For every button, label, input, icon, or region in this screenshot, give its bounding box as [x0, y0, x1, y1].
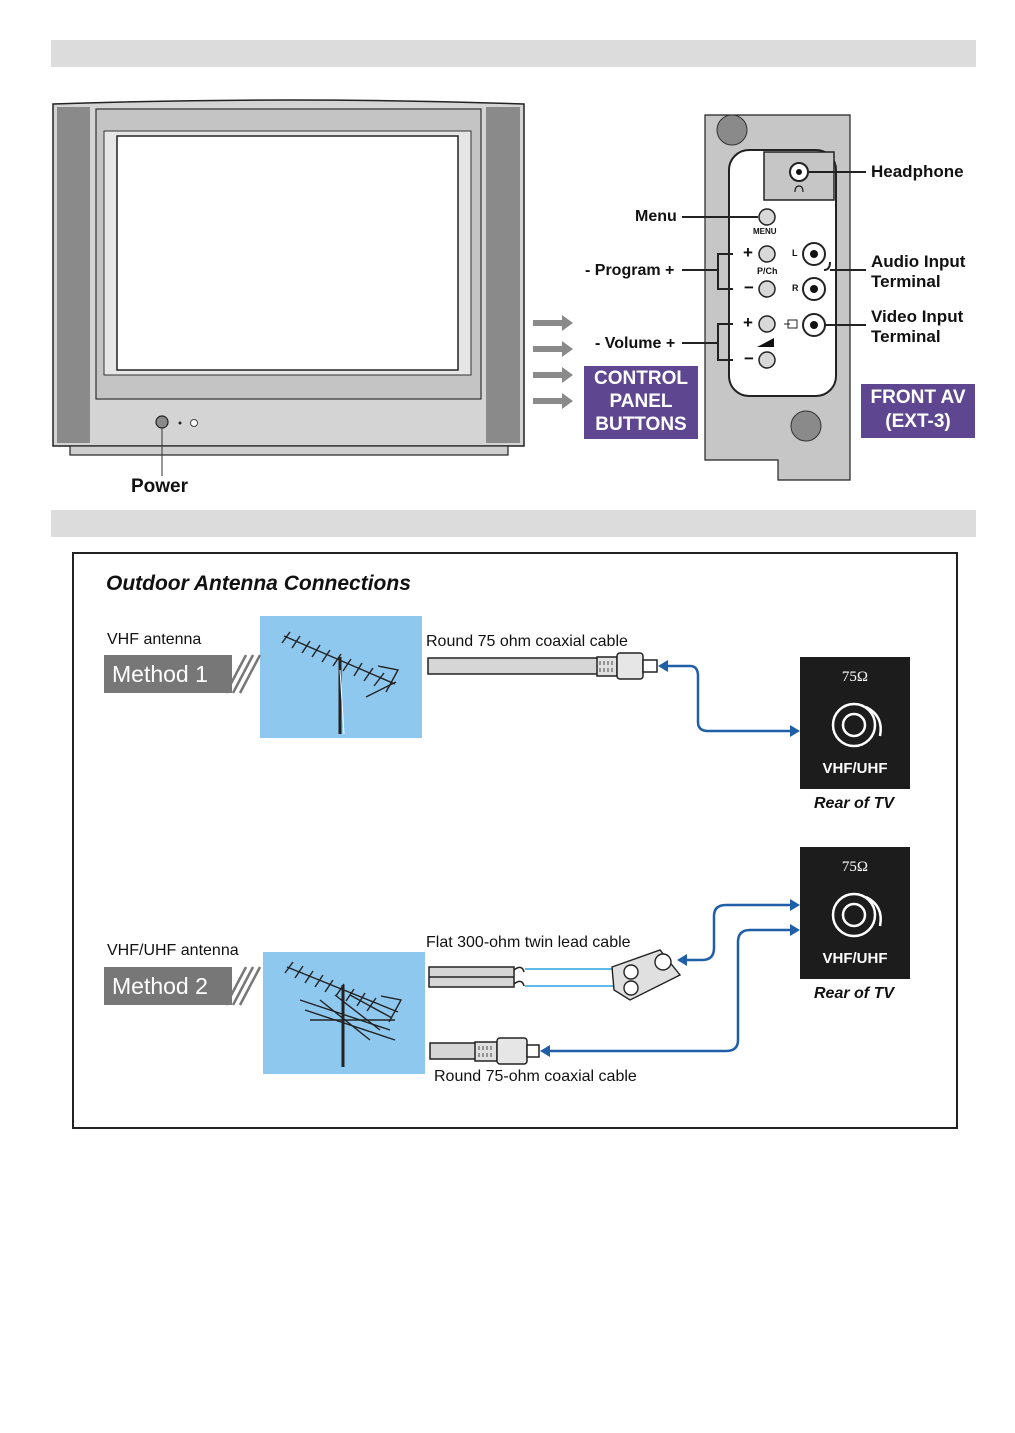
rear1-ohm-label: 75Ω [841, 669, 869, 685]
rear-of-tv-caption-1: Rear of TV [814, 795, 895, 812]
tv-right-speaker [486, 107, 520, 443]
video-input-label-1: Video Input [871, 307, 964, 326]
method2-twin-lead-icon [428, 966, 525, 988]
vhf-antenna-label: VHF antenna [107, 631, 202, 648]
tv-left-speaker [57, 107, 90, 443]
front-av-line-2: (EXT-3) [885, 411, 951, 432]
method1-coax-cable-icon [427, 652, 658, 680]
program-up-button-icon [758, 245, 776, 263]
method2-round-cable-label: Round 75-ohm coaxial cable [434, 1068, 637, 1085]
rear2-ohm-label: 75Ω [841, 859, 869, 875]
jack-r-text: R [792, 283, 799, 293]
method2-flat-cable-label: Flat 300-ohm twin lead cable [426, 934, 631, 951]
vhf-antenna-icon [281, 631, 400, 735]
method2-coax-arrow [543, 928, 796, 1053]
rear-socket-1-icon [831, 702, 882, 748]
tv-illustration [52, 99, 866, 481]
method-badge-hatching [224, 654, 262, 1006]
volume-label: - Volume + [595, 335, 676, 352]
cpb-line-3: BUTTONS [595, 414, 687, 435]
volume-down-button-icon [758, 351, 776, 369]
cpb-line-1: CONTROL [594, 368, 688, 389]
rear-of-tv-panel-1: 75Ω VHF/UHF [800, 657, 910, 789]
program-down-button-icon [758, 280, 776, 298]
rear-socket-2-icon [831, 892, 882, 938]
rear-of-tv-panel-2: 75Ω VHF/UHF [800, 847, 910, 979]
control-panel-buttons-badge: CONTROL PANEL BUTTONS [584, 366, 698, 439]
tv-screen [116, 135, 459, 371]
balun-transformer-icon [611, 949, 682, 1001]
audio-input-label-2: Terminal [871, 272, 941, 291]
panel-pointer-arrows [533, 315, 573, 409]
method2-balun-arrow [680, 903, 796, 962]
section-header-band-top [51, 40, 976, 67]
cpb-line-2: PANEL [609, 391, 673, 412]
vhf-uhf-antenna-label: VHF/UHF antenna [107, 942, 239, 959]
volume-wedge-icon [757, 338, 774, 347]
rear2-socket-label: VHF/UHF [822, 950, 888, 967]
tv-stand [69, 445, 509, 456]
vhf-uhf-antenna-icon [284, 961, 403, 1067]
method-1-badge: Method 1 [104, 655, 232, 693]
headphone-label: Headphone [871, 162, 964, 181]
rear-of-tv-caption-2: Rear of TV [814, 985, 895, 1002]
method1-cable-label: Round 75 ohm coaxial cable [426, 633, 628, 650]
antenna-title: Outdoor Antenna Connections [106, 572, 411, 595]
antenna-frame [72, 552, 958, 1129]
rear1-socket-label: VHF/UHF [822, 760, 888, 777]
method-2-badge: Method 2 [104, 967, 232, 1005]
section-header-band-antenna [51, 510, 976, 537]
jack-l-text: L [792, 248, 798, 258]
pch-button-text: P/Ch [757, 266, 778, 276]
program-label: - Program + [585, 262, 675, 279]
front-av-badge: FRONT AV (EXT-3) [861, 384, 975, 438]
power-label: Power [131, 476, 189, 497]
program-plus-sign: + [743, 243, 753, 262]
program-minus-sign: − [744, 278, 754, 297]
menu-label: Menu [635, 208, 677, 225]
front-av-line-1: FRONT AV [870, 387, 966, 408]
method2-coax-cable-icon [429, 1037, 540, 1065]
volume-plus-sign: + [743, 313, 753, 332]
audio-input-label-1: Audio Input [871, 252, 966, 271]
video-input-label-2: Terminal [871, 327, 941, 346]
method1-connection-arrow [660, 664, 796, 733]
menu-button-icon [758, 208, 776, 226]
volume-up-button-icon [758, 315, 776, 333]
menu-button-text: MENU [753, 227, 777, 236]
volume-minus-sign: − [744, 349, 754, 368]
